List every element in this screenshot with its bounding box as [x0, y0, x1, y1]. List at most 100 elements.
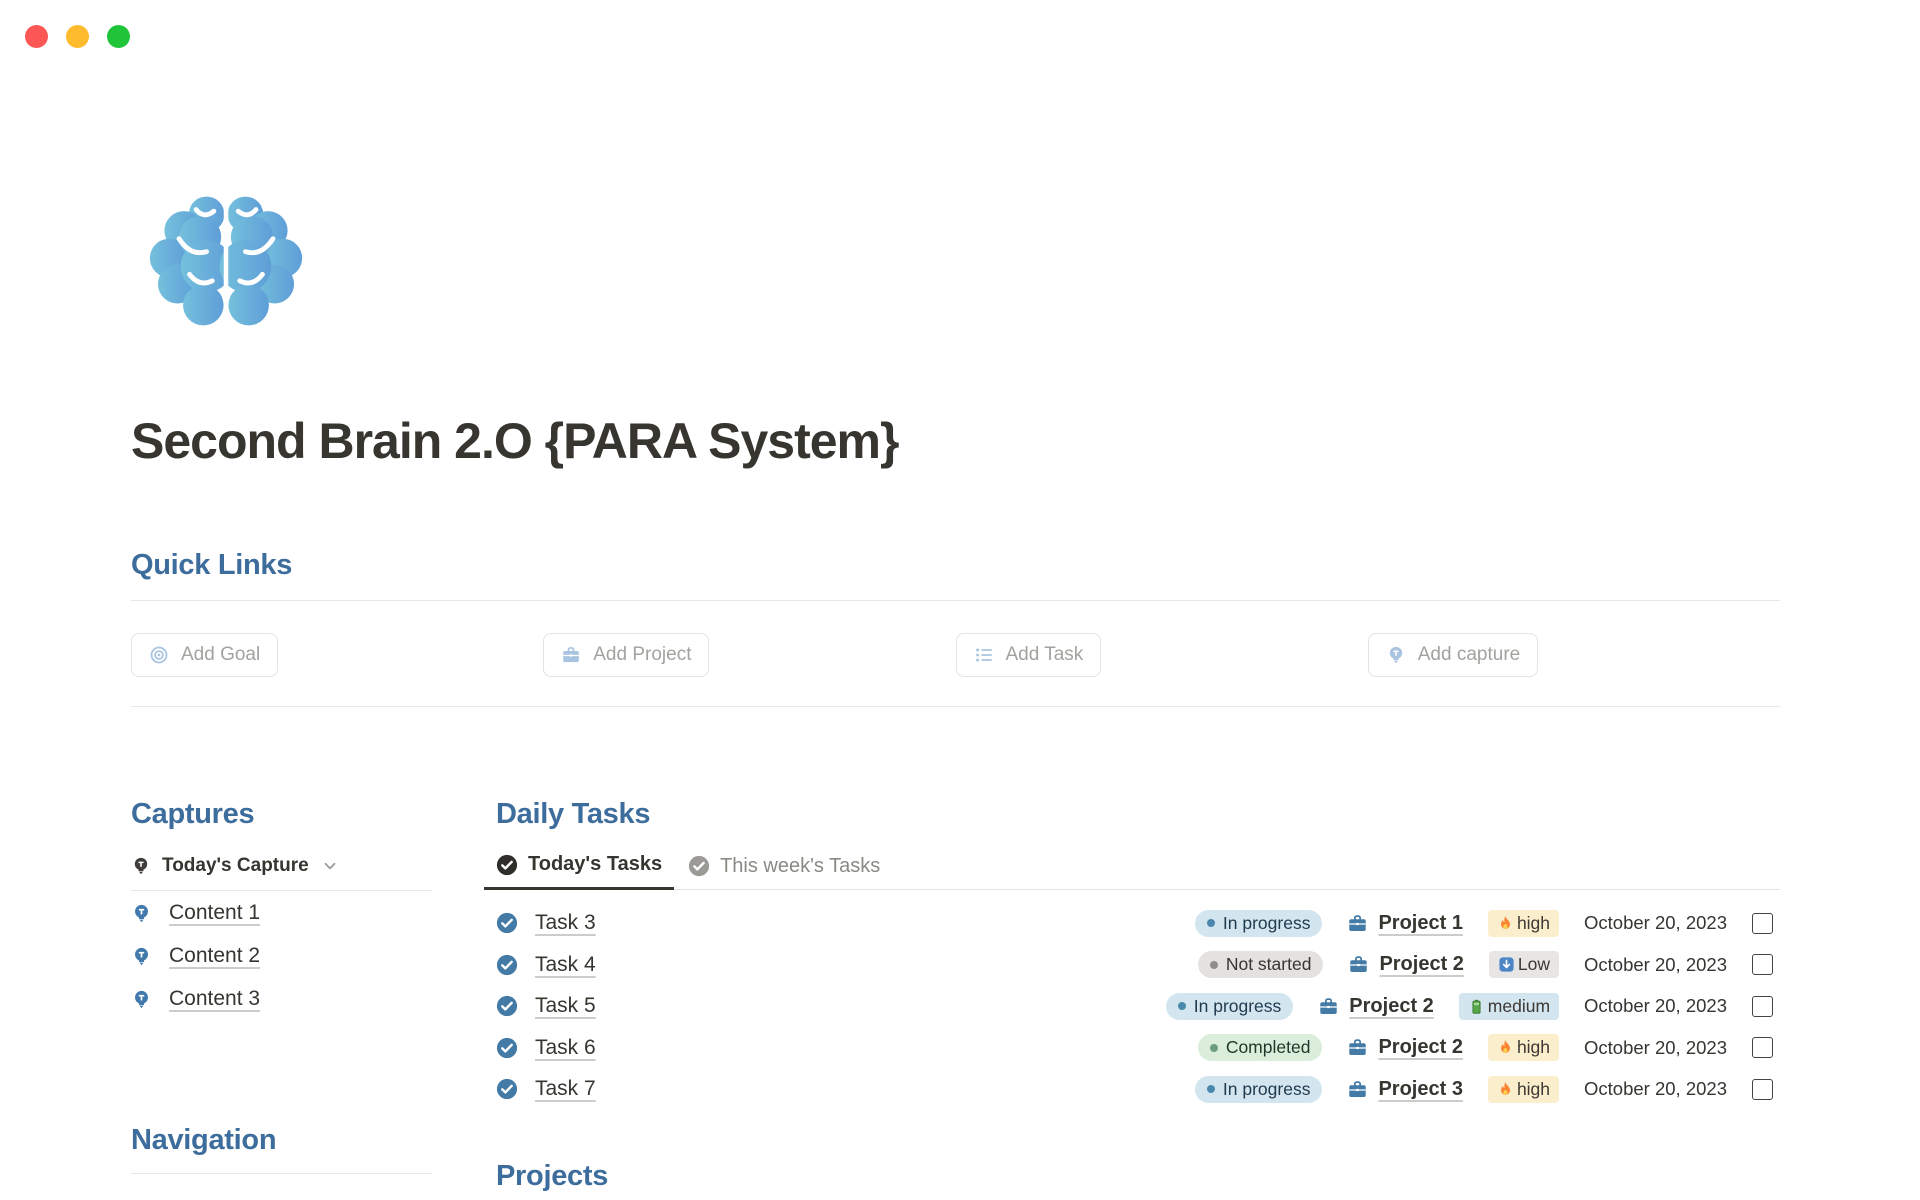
list-icon: [974, 645, 994, 665]
priority-label: high: [1516, 1037, 1551, 1058]
briefcase-icon: [1348, 954, 1369, 975]
daily-tasks-heading: Daily Tasks: [496, 798, 651, 830]
task-link[interactable]: Task 7: [535, 1077, 596, 1101]
fire-icon: [1497, 1081, 1514, 1098]
window-controls: [25, 25, 130, 48]
fire-icon: [1497, 1039, 1514, 1056]
check-circle-icon: [496, 1078, 518, 1100]
page-title: Second Brain 2.O {PARA System}: [131, 413, 899, 469]
status-badge: In progress: [1194, 1075, 1323, 1103]
project-cell: Project 1: [1347, 911, 1463, 935]
status-dot: [1209, 960, 1218, 969]
project-cell: Project 2: [1348, 953, 1464, 976]
tab-label: This week's Tasks: [720, 854, 881, 877]
task-table: Task 3 In progress Project 1 high Octobe…: [496, 903, 1780, 1111]
priority-badge: Low: [1488, 951, 1560, 979]
daily-tasks-tabs: Today's Tasks This week's Tasks: [484, 853, 1780, 890]
quick-links-heading: Quick Links: [131, 549, 293, 581]
add-goal-button[interactable]: Add Goal: [131, 633, 279, 677]
task-link[interactable]: Task 3: [535, 911, 596, 935]
project-link[interactable]: Project 2: [1378, 1036, 1463, 1059]
status-label: Completed: [1225, 1037, 1311, 1058]
projects-heading: Projects: [496, 1160, 609, 1192]
add-task-label: Add Task: [1005, 644, 1084, 665]
fire-icon: [1497, 915, 1514, 932]
priority-badge: high: [1487, 1034, 1560, 1062]
tab-todays-tasks[interactable]: Today's Tasks: [484, 853, 675, 890]
add-capture-button[interactable]: Add capture: [1367, 633, 1539, 677]
project-cell: Project 2: [1318, 994, 1434, 1018]
checkbox[interactable]: [1752, 1078, 1773, 1100]
priority-label: high: [1516, 1078, 1551, 1099]
tab-label: Today's Tasks: [528, 853, 663, 875]
briefcase-icon: [1318, 996, 1339, 1017]
quick-links-buttons: Add Goal Add Project Add Task Add captur…: [131, 633, 1780, 677]
due-date: October 20, 2023: [1584, 912, 1727, 934]
status-label: Not started: [1225, 954, 1312, 975]
capture-link[interactable]: Content 2: [169, 944, 261, 967]
captures-section: Captures Today's Capture Content 1 Conte…: [131, 798, 432, 1020]
briefcase-icon: [561, 645, 581, 665]
status-label: In progress: [1222, 912, 1311, 933]
zoom-window-button[interactable]: [107, 25, 130, 48]
table-row: Task 3 In progress Project 1 high Octobe…: [496, 903, 1780, 945]
check-circle-icon: [496, 912, 518, 934]
table-row: Task 7 In progress Project 3 high Octobe…: [496, 1069, 1780, 1111]
status-badge: In progress: [1165, 992, 1294, 1020]
priority-label: high: [1516, 912, 1551, 933]
check-circle-icon: [496, 954, 518, 976]
lightbulb-icon: [131, 989, 152, 1010]
priority-badge: medium: [1458, 992, 1560, 1020]
navigation-section: Navigation: [131, 1124, 432, 1174]
add-project-button[interactable]: Add Project: [543, 633, 710, 677]
capture-link[interactable]: Content 1: [169, 901, 261, 924]
checkbox[interactable]: [1752, 995, 1773, 1017]
project-link[interactable]: Project 2: [1379, 953, 1464, 976]
captures-heading: Captures: [131, 798, 255, 830]
capture-view-selector[interactable]: Today's Capture: [131, 855, 432, 891]
status-label: In progress: [1193, 995, 1282, 1016]
divider: [131, 706, 1780, 707]
lightbulb-icon: [131, 856, 151, 876]
add-project-label: Add Project: [593, 644, 692, 665]
status-label: In progress: [1222, 1078, 1311, 1099]
priority-badge: high: [1487, 1075, 1560, 1103]
status-badge: Not started: [1197, 951, 1324, 979]
checkbox[interactable]: [1752, 1037, 1773, 1059]
priority-label: Low: [1517, 954, 1551, 975]
lightbulb-icon: [131, 946, 152, 967]
priority-badge: high: [1487, 909, 1560, 937]
briefcase-icon: [1347, 913, 1368, 934]
table-row: Task 5 In progress Project 2 medium Octo…: [496, 986, 1780, 1028]
due-date: October 20, 2023: [1584, 1036, 1727, 1058]
tab-this-weeks-tasks[interactable]: This week's Tasks: [676, 855, 892, 889]
add-task-button[interactable]: Add Task: [955, 633, 1102, 677]
checkbox[interactable]: [1752, 954, 1773, 976]
project-cell: Project 3: [1347, 1077, 1463, 1101]
capture-link[interactable]: Content 3: [169, 987, 261, 1010]
add-capture-label: Add capture: [1417, 644, 1521, 665]
status-dot: [1177, 1002, 1186, 1011]
close-window-button[interactable]: [25, 25, 48, 48]
project-link[interactable]: Project 2: [1349, 994, 1434, 1017]
briefcase-icon: [1347, 1079, 1368, 1100]
project-link[interactable]: Project 3: [1378, 1077, 1463, 1100]
table-row: Task 6 Completed Project 2 high October …: [496, 1027, 1780, 1069]
chevron-down-icon: [322, 858, 338, 874]
task-link[interactable]: Task 5: [535, 994, 596, 1018]
briefcase-icon: [1347, 1037, 1368, 1058]
project-link[interactable]: Project 1: [1378, 911, 1463, 934]
add-goal-label: Add Goal: [181, 644, 261, 665]
due-date: October 20, 2023: [1584, 953, 1727, 975]
check-circle-icon: [688, 855, 710, 877]
check-circle-icon: [496, 854, 518, 876]
checkbox[interactable]: [1752, 912, 1773, 934]
status-dot: [1206, 919, 1215, 928]
battery-icon: [1468, 998, 1485, 1015]
task-link[interactable]: Task 4: [535, 952, 596, 976]
task-link[interactable]: Task 6: [535, 1035, 596, 1059]
brain-icon: [149, 188, 303, 326]
check-circle-icon: [496, 1037, 518, 1059]
minimize-window-button[interactable]: [66, 25, 89, 48]
status-dot: [1209, 1043, 1218, 1052]
